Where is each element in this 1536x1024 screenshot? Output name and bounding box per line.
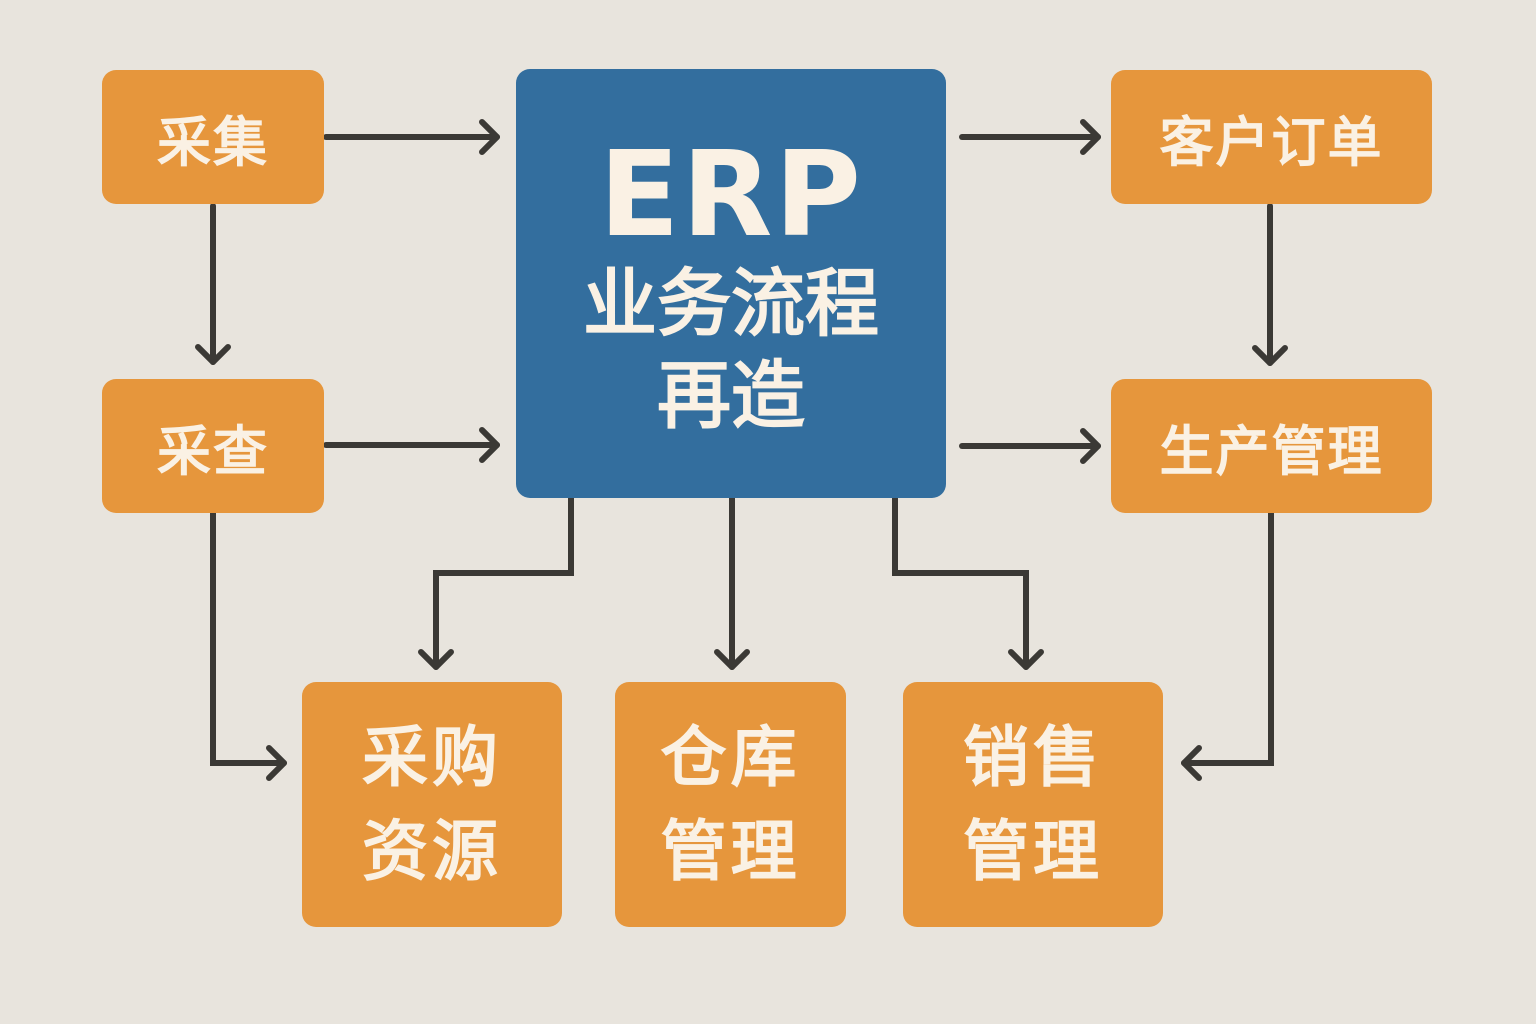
center-subtitle-line1: 业务流程: [583, 260, 879, 347]
node-label: 生产管理: [1159, 419, 1384, 483]
edge-kehu-to-shengchan: [1252, 203, 1288, 366]
node-kehu-dingdan[interactable]: 客户订单: [1111, 70, 1432, 204]
edge-caicha-to-erp: [323, 427, 500, 463]
arrowhead-icon: [195, 344, 231, 365]
edge-caiji-to-caicha: [195, 203, 231, 365]
node-label: 客户订单: [1159, 110, 1384, 174]
edge-erp-to-caigou: [418, 495, 574, 670]
arrowhead-icon: [1181, 745, 1202, 781]
node-label: 采集: [157, 110, 269, 174]
node-cangku-guanli[interactable]: 仓库 管理: [615, 682, 846, 927]
center-title: ERP: [599, 124, 863, 263]
edge-erp-to-kehu: [959, 119, 1101, 155]
node-label-line1: 销售: [963, 718, 1103, 796]
arrowhead-icon: [479, 119, 500, 155]
edge-caicha-to-caigou: [210, 510, 287, 781]
edge-shengchan-to-xiaoshou: [1181, 510, 1274, 781]
node-shengchan-guanli[interactable]: 生产管理: [1111, 379, 1432, 513]
arrowhead-icon: [1008, 649, 1044, 670]
arrowhead-icon: [479, 427, 500, 463]
node-label-line2: 管理: [963, 812, 1103, 890]
node-label-line1: 采购: [362, 718, 502, 796]
arrowhead-icon: [1080, 119, 1101, 155]
edge-erp-to-cangku: [714, 495, 750, 670]
center-node-erp[interactable]: ERP 业务流程 再造: [516, 69, 946, 498]
node-label: 采查: [157, 419, 269, 483]
arrowhead-icon: [714, 649, 750, 670]
edge-erp-to-shengchan: [959, 428, 1101, 464]
node-caicha[interactable]: 采查: [102, 379, 324, 513]
node-caigou-ziyuan[interactable]: 采购 资源: [302, 682, 562, 927]
edge-caiji-to-erp: [323, 119, 500, 155]
node-label-line1: 仓库: [660, 718, 801, 796]
node-label-line2: 资源: [362, 812, 502, 890]
arrowhead-icon: [418, 649, 454, 670]
center-subtitle-line2: 再造: [657, 352, 805, 439]
edge-erp-to-xiaoshou: [892, 495, 1044, 670]
arrowhead-icon: [1080, 428, 1101, 464]
node-label-line2: 管理: [660, 812, 801, 890]
arrowhead-icon: [266, 745, 287, 781]
arrowhead-icon: [1252, 345, 1288, 366]
node-xiaoshou-guanli[interactable]: 销售 管理: [903, 682, 1163, 927]
node-caiji[interactable]: 采集: [102, 70, 324, 204]
